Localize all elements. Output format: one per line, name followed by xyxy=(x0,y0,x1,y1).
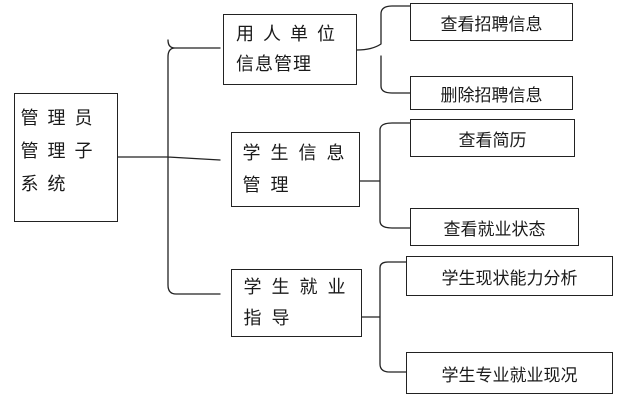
module2-line-1: 学生信息 xyxy=(242,142,355,164)
module-employer-info-management: 用人单位 信息管理 xyxy=(223,14,357,85)
leaf-view-employment-status: 查看就业状态 xyxy=(410,208,579,246)
root-bracket xyxy=(117,39,221,295)
module2-line-2: 管理 xyxy=(242,174,299,196)
module-student-employment-guidance: 学生就业 指导 xyxy=(231,269,362,337)
root-line-1: 管理员 xyxy=(20,108,102,129)
module3-bracket xyxy=(361,261,407,373)
leaf-label: 查看就业状态 xyxy=(443,219,546,240)
root-node-admin-subsystem: 管理员 管理子 系统 xyxy=(14,93,118,222)
module2-bracket xyxy=(359,122,411,229)
module3-line-1: 学生就业 xyxy=(243,277,356,298)
leaf-label: 查看招聘信息 xyxy=(440,14,543,35)
leaf-label: 查看简历 xyxy=(458,130,527,151)
module1-bracket xyxy=(356,5,411,94)
leaf-delete-job-postings: 删除招聘信息 xyxy=(410,76,573,110)
module1-line-1: 用人单位 xyxy=(236,23,344,45)
module3-line-2: 指导 xyxy=(243,308,300,329)
module-student-info-management: 学生信息 管理 xyxy=(231,132,360,207)
leaf-label: 删除招聘信息 xyxy=(440,85,543,106)
leaf-major-employment-status: 学生专业就业现况 xyxy=(406,352,613,394)
root-line-2: 管理子 xyxy=(20,141,102,162)
root-line-3: 系统 xyxy=(20,174,75,195)
leaf-view-resume: 查看简历 xyxy=(410,119,575,157)
leaf-view-job-postings: 查看招聘信息 xyxy=(410,3,573,41)
leaf-student-ability-analysis: 学生现状能力分析 xyxy=(406,256,613,296)
leaf-label: 学生专业就业现况 xyxy=(441,365,578,386)
leaf-label: 学生现状能力分析 xyxy=(441,268,578,289)
module1-line-2: 信息管理 xyxy=(236,53,312,75)
